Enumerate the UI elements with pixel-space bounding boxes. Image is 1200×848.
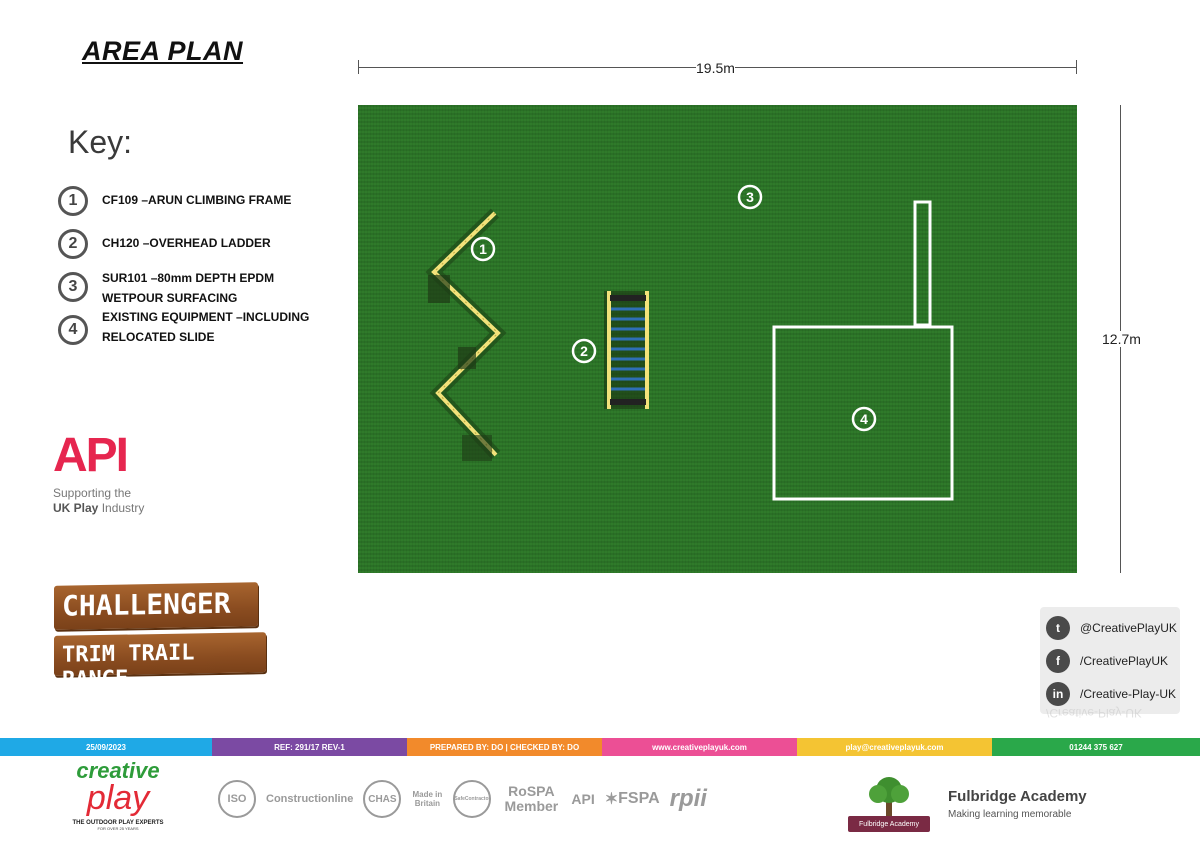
- arun-climbing-frame: [425, 208, 507, 461]
- key-item-2: 2 CH120 –OVERHEAD LADDER: [58, 229, 312, 259]
- key-heading: Key:: [68, 124, 133, 160]
- rospa-logo: RoSPA Member: [504, 783, 559, 814]
- challenger-plank: CHALLENGER: [54, 582, 258, 630]
- challenger-trim-trail-logo: CHALLENGER TRIM TRAIL RANGE: [54, 582, 266, 693]
- linkedin-icon: in: [1046, 681, 1070, 706]
- svg-text:1: 1: [479, 241, 487, 257]
- social-label: /CreativePlayUK: [1080, 653, 1169, 668]
- existing-equipment-area: [772, 200, 954, 501]
- social-linkedin[interactable]: in /Creative-Play-UK: [1040, 677, 1180, 710]
- plan-marker-3: 3: [737, 184, 763, 210]
- school-name: Fulbridge Academy: [948, 788, 1087, 805]
- overhead-ladder: [604, 291, 649, 409]
- width-dimension: 19.5m: [358, 60, 1077, 80]
- key-item-1: 1 CF109 –ARUN CLIMBING FRAME: [58, 186, 312, 216]
- tree-icon: Fulbridge Academy: [848, 774, 930, 832]
- key-number: 2: [58, 229, 88, 259]
- key-label: SUR101 –80mm DEPTH EPDM WETPOUR SURFACIN…: [102, 271, 275, 305]
- key-label: EXISTING EQUIPMENT –INCLUDING RELOCATED …: [102, 310, 310, 344]
- social-twitter[interactable]: t @CreativePlayUK: [1040, 611, 1180, 644]
- api-tagline: Supporting the UK Play Industry: [53, 486, 145, 515]
- social-reflection: /Creative-Play-UK: [1046, 706, 1143, 720]
- key-number: 3: [58, 272, 88, 302]
- trim-trail-plank: TRIM TRAIL RANGE: [54, 632, 266, 693]
- social-facebook[interactable]: f /CreativePlayUK: [1040, 644, 1180, 677]
- social-label: @CreativePlayUK: [1080, 620, 1177, 635]
- footer-website-link[interactable]: www.creativeplayuk.com: [602, 738, 797, 756]
- constructionline-logo: Constructionline: [266, 793, 354, 805]
- key-item-4: 4 EXISTING EQUIPMENT –INCLUDING RELOCATE…: [58, 307, 312, 347]
- social-label: /Creative-Play-UK: [1080, 686, 1177, 701]
- page-title: AREA PLAN: [82, 36, 244, 66]
- api-mark: API: [53, 429, 129, 482]
- rpii-logo: rpii: [669, 785, 707, 812]
- fspa-logo: ✶ FSPA: [604, 790, 660, 808]
- api-logo: API Supporting the UK Play Industry: [53, 432, 144, 516]
- social-links: t @CreativePlayUK f /CreativePlayUK in /…: [1040, 607, 1180, 714]
- accreditation-logos: ISO Constructionline CHAS Made in Britai…: [218, 780, 707, 818]
- iso-logo: ISO: [218, 780, 256, 818]
- footer-prepared-by: PREPARED BY: DO | CHECKED BY: DO: [407, 738, 602, 756]
- key-label: CH120 –OVERHEAD LADDER: [102, 236, 271, 250]
- chas-logo: CHAS: [363, 780, 402, 818]
- school-motto: Making learning memorable: [948, 809, 1072, 820]
- svg-text:4: 4: [860, 411, 868, 427]
- creative-play-logo: creative play THE OUTDOOR PLAY EXPERTS F…: [72, 758, 164, 832]
- svg-text:2: 2: [580, 343, 588, 359]
- twitter-icon: t: [1046, 615, 1070, 640]
- key-label: CF109 –ARUN CLIMBING FRAME: [102, 193, 292, 207]
- key-number: 4: [58, 315, 88, 345]
- svg-text:3: 3: [746, 189, 754, 205]
- wetpour-surface: [358, 105, 1077, 573]
- fulbridge-academy-logo: Fulbridge Academy: [848, 774, 930, 832]
- plan-marker-2: 2: [571, 338, 597, 364]
- plan-marker-4: 4: [851, 406, 877, 432]
- safecontractor-logo: SafeContractor: [453, 780, 492, 818]
- footer-ref: REF: 291/17 REV-1: [212, 738, 407, 756]
- api-small-logo: API: [571, 791, 595, 807]
- footer-info-bar: 25/09/2023 REF: 291/17 REV-1 PREPARED BY…: [0, 738, 1200, 756]
- key-item-3: 3 SUR101 –80mm DEPTH EPDM WETPOUR SURFAC…: [58, 268, 312, 308]
- width-label: 19.5m: [696, 60, 735, 76]
- plan-drawing: 1 2 3 4: [425, 184, 954, 501]
- footer-email-link[interactable]: play@creativeplayuk.com: [797, 738, 992, 756]
- footer-phone: 01244 375 627: [992, 738, 1200, 756]
- facebook-icon: f: [1046, 648, 1070, 673]
- area-plan-map: 1 2 3 4: [358, 105, 1077, 573]
- made-in-britain-logo: Made in Britain: [412, 790, 443, 808]
- key-number: 1: [58, 186, 88, 216]
- plan-marker-1: 1: [470, 236, 496, 262]
- height-label: 12.7m: [1102, 331, 1141, 347]
- footer-date: 25/09/2023: [0, 738, 212, 756]
